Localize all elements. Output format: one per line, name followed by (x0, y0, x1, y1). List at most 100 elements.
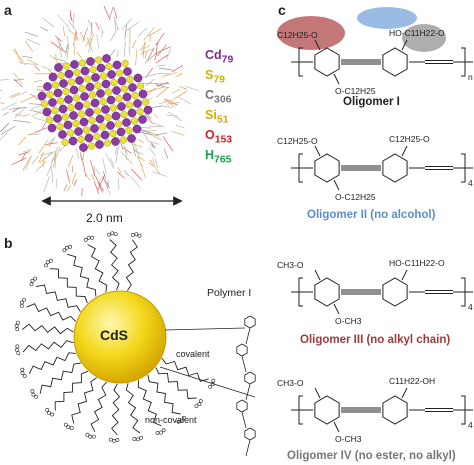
s-atom (87, 142, 96, 150)
cd-atom (127, 108, 137, 118)
bond (401, 39, 408, 51)
s-atom (136, 107, 144, 116)
siloxane-node (29, 282, 34, 287)
ligand-bond (38, 151, 45, 163)
ligand-bond (95, 175, 103, 193)
ligand-bond (42, 157, 45, 168)
formula-si: Si51 (205, 108, 229, 126)
siloxane-node (86, 235, 91, 240)
cd-atom (53, 114, 62, 123)
ligand-bond (131, 143, 143, 148)
ligand-bond (39, 151, 53, 163)
ligand-bond (28, 133, 41, 136)
s-atom (114, 120, 123, 128)
ligand-bond (33, 80, 43, 83)
ligand-bond (110, 157, 115, 167)
ligand-bond (59, 145, 66, 152)
ligand-chain (155, 367, 197, 399)
s-atom (56, 97, 65, 105)
ligand-bond (86, 37, 93, 52)
ligand-bond (35, 160, 47, 173)
cd-atom (74, 101, 84, 111)
ligand-bond (11, 91, 28, 99)
cd-atom (143, 105, 153, 115)
siloxane-node (20, 371, 25, 376)
ligand-bond (117, 171, 125, 179)
ligand-bond (87, 38, 93, 53)
polymer-chains (14, 231, 216, 443)
ligand-bond (149, 35, 151, 42)
ligand-bond (140, 126, 151, 129)
ligand-bond (102, 176, 110, 188)
ligand-bond (93, 181, 100, 195)
ligand-bond (123, 41, 126, 57)
oligomer-2-right-top: C12H25-O (389, 134, 430, 144)
cd-atom (107, 70, 116, 79)
ligand-bond (31, 156, 39, 165)
s-atom (61, 138, 69, 147)
s-atom (125, 101, 134, 109)
cd-atom (138, 115, 147, 124)
siloxane-node (92, 434, 96, 439)
ligand-chain (125, 239, 138, 291)
benzene-ring (382, 153, 408, 183)
benzene-ring (314, 47, 340, 77)
oligomer-4-left-top: CH3-O (277, 378, 304, 388)
bond (333, 303, 340, 315)
cd-atom (101, 105, 110, 114)
ligand-bond (1, 102, 17, 111)
ligand-bond (67, 155, 74, 168)
ligand-bond (76, 51, 82, 59)
cd-atom (133, 99, 142, 108)
ligand-bond (31, 104, 43, 110)
backbone-link (245, 383, 251, 401)
ligand-bond (72, 31, 77, 46)
ligand-chain (87, 244, 108, 293)
ligand-bond (79, 31, 86, 41)
siloxane-node (68, 244, 73, 249)
ligand-bond (12, 119, 31, 123)
ligand-bond (147, 78, 155, 85)
siloxane-node (88, 434, 93, 439)
siloxane-node (108, 437, 113, 442)
s-atom (77, 135, 85, 144)
cd-atom (106, 95, 116, 105)
ligand-bond (48, 138, 55, 147)
ligand-bond (11, 157, 27, 166)
ligand-bond (22, 113, 30, 117)
ligand-bond (34, 65, 40, 71)
cd-atom (74, 127, 83, 136)
benzene-ring (382, 47, 408, 77)
siloxane-node (113, 232, 118, 236)
ligand-chain (22, 340, 74, 353)
ligand-bond (41, 65, 53, 71)
s-atom (45, 116, 54, 124)
siloxane-node (31, 392, 36, 397)
s-atom (89, 65, 97, 74)
ligand-bond (33, 117, 46, 122)
ligand-bond (166, 114, 179, 117)
oligomer-structures: C12H25-OO-C12H25HO-C11H22-OnC12H25-OO-C1… (277, 28, 473, 444)
s-atom (78, 59, 87, 67)
cd-atom (90, 98, 100, 108)
s-atom (67, 78, 76, 86)
ligand-bond (163, 148, 169, 159)
bond (314, 39, 321, 51)
ligand-bond (73, 43, 76, 56)
bond (401, 145, 408, 157)
ligand-bond (20, 95, 36, 103)
s-atom (115, 69, 124, 77)
s-atom (78, 84, 86, 93)
siloxane-node (69, 426, 74, 430)
s-atom (88, 91, 97, 99)
ligand-bond (90, 160, 96, 177)
ligand-bond (13, 72, 24, 85)
noncovalent-arrow (159, 366, 256, 398)
composition-list: Cd79 S79 C306 Si51 O153 H765 (205, 48, 233, 168)
s-atom (46, 90, 54, 99)
oligomer-1-title: Oligomer I (343, 96, 400, 108)
oligomer-3-left-bottom: O-CH3 (335, 316, 362, 326)
siloxane-node (110, 231, 115, 236)
ligand-bond (82, 27, 88, 42)
s-atom (94, 56, 103, 64)
